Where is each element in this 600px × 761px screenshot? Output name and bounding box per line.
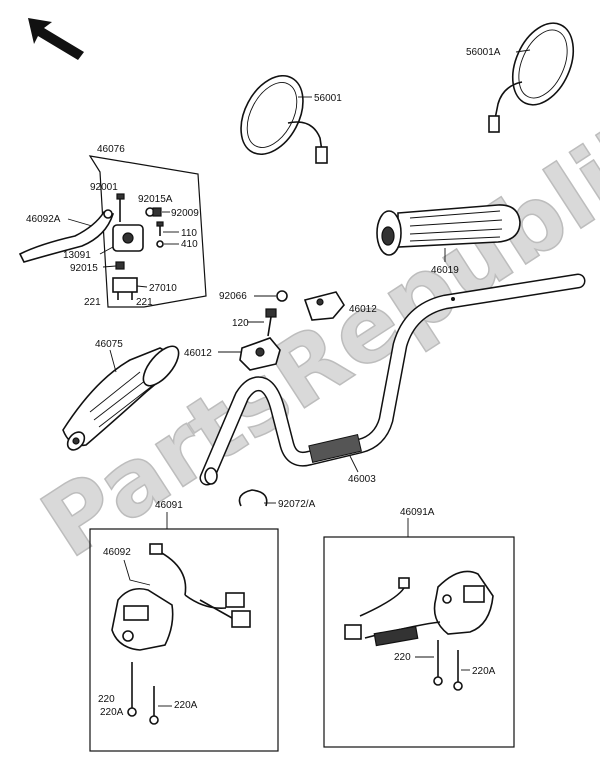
label-washer-92015a: 92015A bbox=[138, 194, 173, 205]
nut-92015 bbox=[115, 261, 125, 270]
label-screw-221-left: 221 bbox=[84, 297, 101, 308]
screw-110 bbox=[156, 221, 164, 236]
label-bolt-120: 120 bbox=[232, 318, 249, 329]
label-screw-221-right: 221 bbox=[136, 297, 153, 308]
grip-left bbox=[62, 345, 180, 451]
label-lever: 46092A bbox=[26, 214, 61, 225]
lever-assembly-box bbox=[88, 155, 207, 308]
label-grip-left: 46075 bbox=[95, 339, 123, 350]
label-handlebar: 46003 bbox=[348, 474, 376, 485]
clutch-lever bbox=[18, 209, 115, 263]
clamp-92072a bbox=[238, 489, 268, 507]
label-clamp: 92072/A bbox=[278, 499, 316, 510]
switch-27010 bbox=[112, 277, 138, 300]
switch-left-box bbox=[89, 528, 279, 752]
grip-right bbox=[376, 204, 521, 256]
label-mirror-left: 56001 bbox=[314, 93, 342, 104]
label-lever-assembly: 46076 bbox=[97, 144, 125, 155]
label-switch-27010: 27010 bbox=[149, 283, 177, 294]
label-cap-92066: 92066 bbox=[219, 291, 247, 302]
nut-92009 bbox=[152, 207, 162, 217]
label-nut-92009: 92009 bbox=[171, 208, 199, 219]
label-holder-lower: 46012 bbox=[184, 348, 212, 359]
screws-left bbox=[127, 662, 159, 725]
label-screw-220a-left-2: 220A bbox=[100, 707, 124, 718]
pin-410 bbox=[156, 240, 164, 248]
switch-right-housing bbox=[344, 570, 494, 647]
label-mirror-right: 56001A bbox=[466, 47, 501, 58]
label-screw-220-right: 220 bbox=[394, 652, 411, 663]
label-screw-220a-left-1: 220A bbox=[174, 700, 198, 711]
label-pin-410: 410 bbox=[181, 239, 198, 250]
label-nut-92015: 92015 bbox=[70, 263, 98, 274]
label-switch-left: 46091 bbox=[155, 500, 183, 511]
label-switch-right: 46091A bbox=[400, 507, 435, 518]
mirror-left bbox=[240, 75, 328, 164]
label-screw-110: 110 bbox=[181, 228, 197, 239]
mirror-right bbox=[488, 22, 575, 133]
label-holder: 13091 bbox=[63, 250, 91, 261]
label-screw-220a-right: 220A bbox=[472, 666, 496, 677]
screws-right bbox=[433, 640, 463, 691]
label-bolt-92001: 92001 bbox=[90, 182, 118, 193]
handlebar bbox=[199, 273, 586, 486]
bolt-120 bbox=[265, 308, 277, 337]
switch-left-housing bbox=[111, 543, 251, 651]
label-lever-46092: 46092 bbox=[103, 547, 131, 558]
lever-holder bbox=[112, 224, 144, 252]
label-screw-220-left: 220 bbox=[98, 694, 115, 705]
bolt-92001 bbox=[116, 193, 125, 222]
arrow-up-left-icon bbox=[28, 18, 84, 60]
cap-92066 bbox=[276, 290, 288, 302]
label-grip-right: 46019 bbox=[431, 265, 459, 276]
holder-lower bbox=[239, 337, 281, 371]
label-holder-upper: 46012 bbox=[349, 304, 377, 315]
holder-upper bbox=[303, 291, 345, 321]
switch-right-box bbox=[323, 536, 515, 748]
